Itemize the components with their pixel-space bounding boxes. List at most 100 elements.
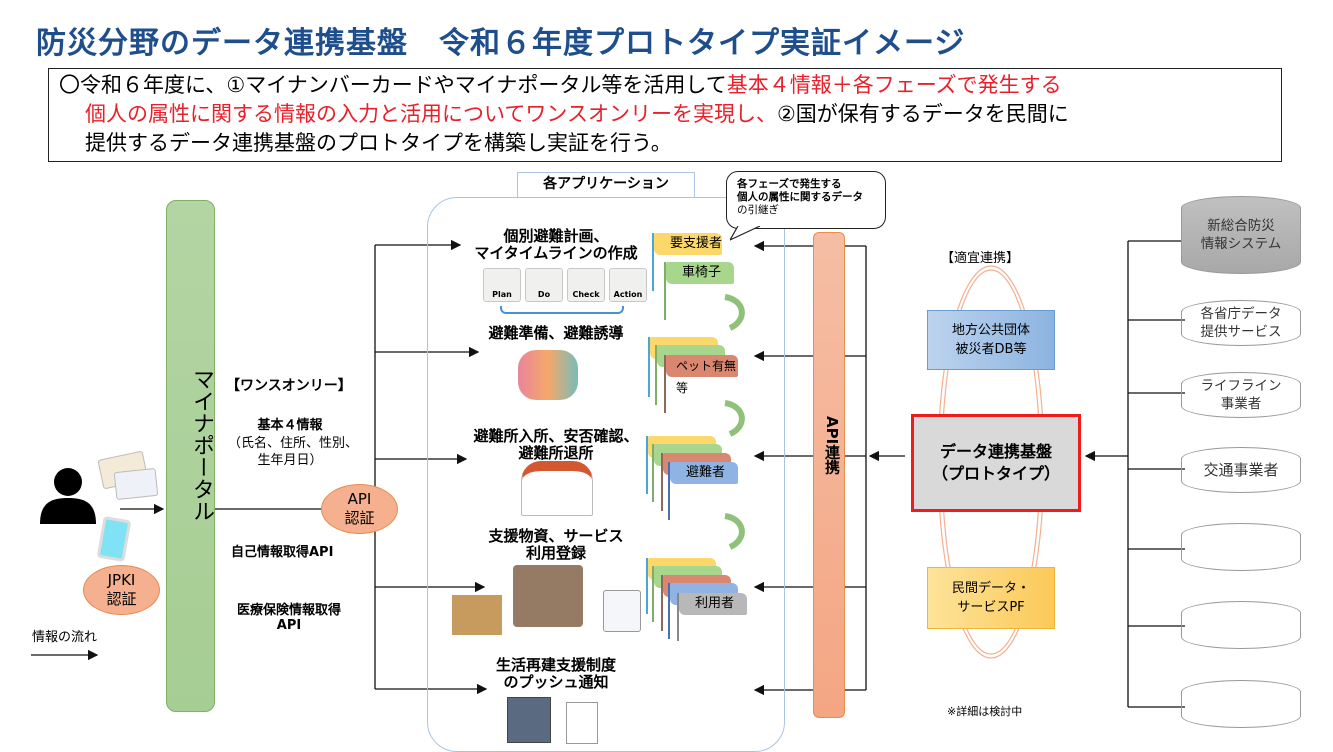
source-label: ライフライン bbox=[1200, 378, 1282, 394]
basic-info-detail-2: 生年月日） bbox=[257, 453, 323, 468]
source-label: 事業者 bbox=[1220, 396, 1262, 412]
application-form-illustration bbox=[566, 702, 598, 744]
source-transport-operators[interactable]: 交通事業者 bbox=[1181, 447, 1301, 493]
bubble-line-1: 各フェーズで発生する bbox=[737, 178, 842, 190]
pdca-loop-arrow bbox=[500, 306, 624, 314]
bubble-tail bbox=[730, 226, 761, 241]
summary-line1-black: 〇令和６年度に、①マイナンバーカードやマイナポータル等を活用して bbox=[59, 73, 727, 97]
evacuating-family-illustration bbox=[518, 350, 578, 400]
summary-line2-black: ②国が保有するデータを民間に bbox=[776, 102, 1069, 126]
flow-legend-label: 情報の流れ bbox=[32, 630, 98, 645]
pdca-do: Do bbox=[525, 268, 563, 302]
flag-pole bbox=[652, 566, 654, 622]
api-auth-oval: API 認証 bbox=[321, 484, 398, 534]
flag-support-needed: 要支援者 bbox=[654, 233, 722, 255]
source-empty-2[interactable] bbox=[1181, 601, 1301, 649]
once-only-heading: 【ワンスオンリー】 bbox=[226, 378, 352, 394]
app5-title-1: 生活再建支援制度 bbox=[495, 656, 616, 674]
flag-pole bbox=[664, 262, 666, 320]
food-serving-illustration bbox=[513, 565, 583, 627]
jpki-label: JPKI bbox=[107, 571, 136, 589]
flag-user: 利用者 bbox=[679, 593, 747, 615]
medical-api-label-2: API bbox=[276, 618, 302, 633]
source-label: 交通事業者 bbox=[1203, 461, 1279, 479]
flag-pole bbox=[661, 575, 663, 631]
flag-pole bbox=[655, 345, 657, 405]
bubble-line-2: 個人の属性に関するデータ bbox=[737, 191, 863, 203]
api-auth-label-2: 認証 bbox=[344, 509, 375, 527]
app1-title-1: 個別避難計画、 bbox=[503, 227, 609, 245]
flag-pet: ペット有無等 bbox=[666, 355, 738, 395]
summary-line1-red: 基本４情報＋各フェーズで発生する bbox=[726, 73, 1062, 97]
api-link-label: API連携 bbox=[823, 415, 841, 475]
flag-pole bbox=[661, 453, 663, 511]
private-label-1: 民間データ・ bbox=[951, 581, 1030, 596]
data-platform-prototype-box[interactable]: データ連携基盤 （プロトタイプ） bbox=[911, 414, 1081, 512]
handover-arrow-3 bbox=[724, 513, 745, 550]
flag-pole bbox=[664, 355, 666, 413]
summary-box: 〇令和６年度に、①マイナンバーカードやマイナポータル等を活用して基本４情報＋各フ… bbox=[48, 68, 1282, 162]
flag-pole bbox=[646, 436, 648, 494]
basic-info-title: 基本４情報 bbox=[257, 418, 323, 433]
app-recovery-push-notice[interactable]: 生活再建支援制度 のプッシュ通知 bbox=[456, 657, 656, 691]
app5-title-2: のプッシュ通知 bbox=[503, 673, 609, 691]
app4-title-1: 支援物資、サービス bbox=[488, 527, 624, 545]
jpki-auth-label: 認証 bbox=[106, 590, 137, 608]
source-lifeline-operators[interactable]: ライフライン 事業者 bbox=[1181, 372, 1301, 418]
summary-line3: 提供するデータ連携基盤のプロトタイプを構築し実証を行う。 bbox=[85, 131, 672, 155]
source-empty-1[interactable] bbox=[1181, 523, 1301, 571]
pdca-action: Action bbox=[609, 268, 647, 302]
summary-line2-red: 個人の属性に関する情報の入力と活用についてワンスオンリーを実現し、 bbox=[85, 102, 777, 126]
basic-info-detail-1: （氏名、住所、性別、 bbox=[227, 436, 358, 451]
source-label: 新総合防災 bbox=[1207, 218, 1275, 234]
app1-title-2: マイタイムラインの作成 bbox=[474, 244, 638, 262]
person-icon bbox=[40, 468, 96, 524]
page-title: 防災分野のデータ連携基盤 令和６年度プロトタイプ実証イメージ bbox=[36, 26, 966, 61]
app-shelter-checkin[interactable]: 避難所入所、安否確認、 避難所退所 bbox=[456, 428, 656, 462]
damaged-building-illustration bbox=[507, 697, 551, 743]
mynaportal-bar[interactable] bbox=[166, 200, 215, 712]
private-data-pf-box[interactable]: 民間データ・ サービスPF bbox=[927, 567, 1055, 629]
shelter-building-illustration bbox=[521, 461, 593, 516]
core-label-2: （プロトタイプ） bbox=[931, 464, 1060, 483]
source-empty-3[interactable] bbox=[1181, 680, 1301, 728]
flag-pole bbox=[646, 558, 648, 614]
app-evac-preparation[interactable]: 避難準備、避難誘導 bbox=[456, 325, 656, 342]
source-label: 各省庁データ bbox=[1200, 306, 1282, 322]
core-label-1: データ連携基盤 bbox=[939, 442, 1052, 461]
api-auth-label-1: API bbox=[347, 490, 372, 508]
flag-pole bbox=[652, 233, 654, 291]
flag-pole bbox=[652, 444, 654, 502]
local-gov-db-box[interactable]: 地方公共団体 被災者DB等 bbox=[927, 310, 1055, 370]
under-review-note: ※詳細は検討中 bbox=[947, 705, 1023, 718]
jpki-auth-oval: JPKI 認証 bbox=[83, 565, 160, 615]
handover-arrow-2 bbox=[724, 400, 745, 437]
self-info-api-label: 自己情報取得API bbox=[231, 545, 334, 560]
flag-evacuee: 避難者 bbox=[670, 462, 738, 484]
app-supplies-registration[interactable]: 支援物資、サービス 利用登録 bbox=[456, 528, 656, 562]
api-link-bar[interactable] bbox=[813, 232, 845, 718]
mynaportal-label: マイナポータル bbox=[189, 368, 214, 522]
local-gov-label-1: 地方公共団体 bbox=[951, 323, 1030, 338]
washing-machine-illustration bbox=[603, 590, 641, 632]
source-ministry-data-service[interactable]: 各省庁データ 提供サービス bbox=[1181, 300, 1301, 346]
pdca-cycle-icon: Plan Do Check Action bbox=[483, 268, 647, 302]
local-gov-label-2: 被災者DB等 bbox=[955, 342, 1027, 357]
pdca-plan: Plan bbox=[483, 268, 521, 302]
flag-pole bbox=[648, 337, 650, 397]
flag-wheelchair: 車椅子 bbox=[666, 262, 734, 284]
flag-pole bbox=[668, 583, 670, 639]
id-card-icon bbox=[113, 467, 159, 501]
source-label: 提供サービス bbox=[1200, 324, 1282, 340]
app4-title-2: 利用登録 bbox=[525, 544, 586, 562]
flag-pole bbox=[677, 593, 679, 641]
private-label-2: サービスPF bbox=[957, 600, 1025, 615]
source-label: 情報システム bbox=[1200, 236, 1282, 252]
handover-arrow-1 bbox=[724, 294, 745, 331]
app2-title: 避難準備、避難誘導 bbox=[488, 324, 624, 342]
medical-api-label-1: 医療保険情報取得 bbox=[236, 603, 341, 618]
bubble-line-3: の引継ぎ bbox=[737, 204, 779, 216]
source-disaster-info-system[interactable]: 新総合防災 情報システム bbox=[1181, 196, 1301, 274]
pdca-check: Check bbox=[567, 268, 605, 302]
app-individual-evac-plan[interactable]: 個別避難計画、 マイタイムラインの作成 bbox=[456, 228, 656, 262]
